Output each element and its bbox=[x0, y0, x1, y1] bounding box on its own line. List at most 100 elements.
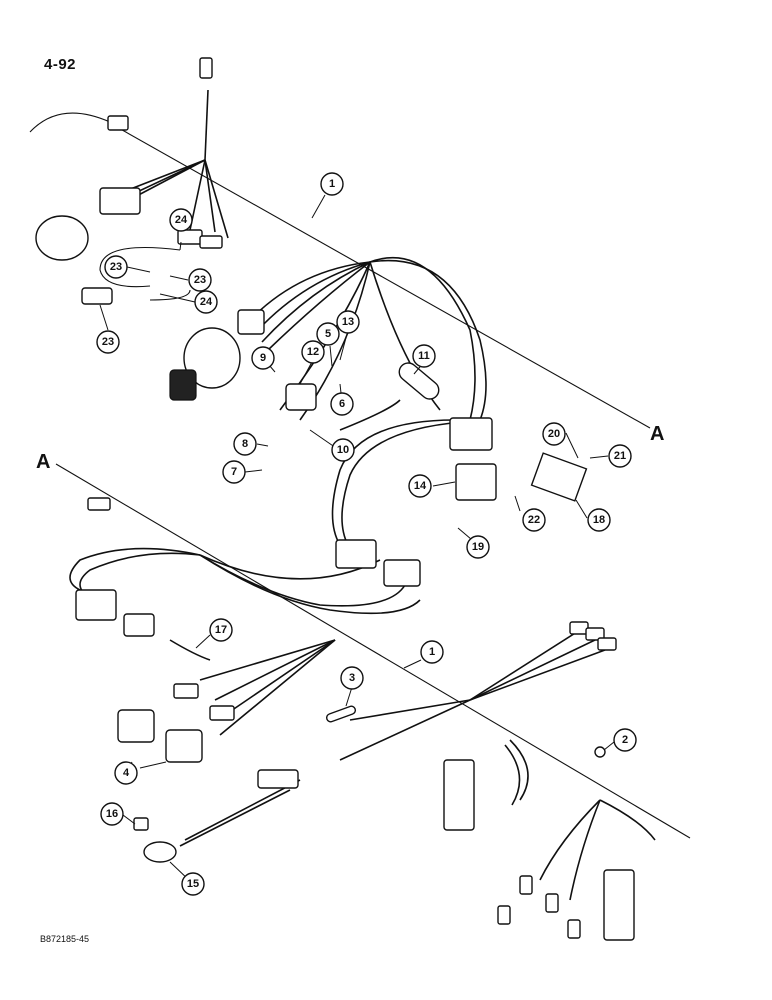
terminal-lower-3 bbox=[545, 893, 559, 913]
callout-label: 13 bbox=[342, 316, 354, 328]
terminal-lower-4 bbox=[567, 919, 581, 939]
continuation-marker-a-right: A bbox=[650, 423, 664, 445]
terminal-connector-24 bbox=[177, 229, 203, 245]
callout-24-lower: 24 bbox=[194, 290, 218, 314]
multi-pin-connector-lower bbox=[75, 589, 117, 621]
callout-21: 21 bbox=[608, 444, 632, 468]
tie-strap-2 bbox=[594, 746, 606, 758]
callout-label: 22 bbox=[528, 514, 540, 526]
connector-end-upper bbox=[107, 115, 129, 131]
callout-label: 18 bbox=[593, 514, 605, 526]
relay-14 bbox=[455, 463, 497, 501]
callout-label: 23 bbox=[102, 336, 114, 348]
toggle-switch-4a bbox=[117, 709, 155, 743]
plug-connector-top bbox=[199, 57, 213, 79]
key-switch-connector bbox=[237, 309, 265, 335]
spade-terminal-3 bbox=[597, 637, 617, 651]
callout-17: 17 bbox=[209, 618, 233, 642]
switch-terminal-a bbox=[173, 683, 199, 699]
page-number: 4-92 bbox=[44, 56, 77, 73]
callout-label: 17 bbox=[215, 624, 227, 636]
callout-1-upper: 1 bbox=[320, 172, 344, 196]
connector-block-right bbox=[603, 869, 635, 941]
callout-label: 12 bbox=[307, 346, 319, 358]
callout-6: 6 bbox=[330, 392, 354, 416]
connector-end-lower bbox=[87, 497, 111, 511]
callout-label: 23 bbox=[110, 261, 122, 273]
pressure-switch bbox=[35, 215, 89, 261]
callout-9: 9 bbox=[251, 346, 275, 370]
callout-16: 16 bbox=[100, 802, 124, 826]
callout-label: 24 bbox=[200, 296, 213, 308]
continuation-lines bbox=[29, 112, 691, 839]
callout-4: 4 bbox=[114, 761, 138, 785]
callout-label: 15 bbox=[187, 878, 199, 890]
callout-7: 7 bbox=[222, 460, 246, 484]
connector-17 bbox=[123, 613, 155, 637]
temperature-sender bbox=[81, 287, 113, 305]
bullet-connector-3 bbox=[325, 705, 357, 723]
callout-19: 19 bbox=[466, 535, 490, 559]
callout-12: 12 bbox=[301, 340, 325, 364]
upper-harness-wires bbox=[99, 89, 487, 546]
callout-label: 3 bbox=[349, 672, 355, 684]
callout-label: 20 bbox=[548, 428, 560, 440]
connector-block-left bbox=[443, 759, 475, 831]
switch-15 bbox=[143, 841, 177, 863]
callout-14: 14 bbox=[408, 474, 432, 498]
callout-2: 2 bbox=[613, 728, 637, 752]
callout-23-b: 23 bbox=[188, 268, 212, 292]
callout-label: 2 bbox=[622, 734, 628, 746]
callout-label: 8 bbox=[242, 438, 248, 450]
callout-label: 1 bbox=[329, 178, 335, 190]
harness-connector-middle bbox=[335, 539, 377, 569]
callout-3: 3 bbox=[340, 666, 364, 690]
multi-pin-connector-upper bbox=[99, 187, 141, 215]
callout-label: 19 bbox=[472, 541, 484, 553]
bracket-12 bbox=[285, 383, 317, 411]
callout-22: 22 bbox=[522, 508, 546, 532]
callout-23-c: 23 bbox=[96, 330, 120, 354]
spade-terminal-2 bbox=[585, 627, 605, 641]
callout-1-lower: 1 bbox=[420, 640, 444, 664]
lower-harness-wires bbox=[69, 547, 656, 901]
harness-connector-right bbox=[383, 559, 421, 587]
callout-label: 14 bbox=[414, 480, 427, 492]
callout-label: 21 bbox=[614, 450, 626, 462]
callout-label: 6 bbox=[339, 398, 345, 410]
toggle-switch-4b bbox=[165, 729, 203, 763]
callout-label: 1 bbox=[429, 646, 435, 658]
callout-23-a: 23 bbox=[104, 255, 128, 279]
continuation-marker-a-left: A bbox=[36, 451, 50, 473]
inline-connector bbox=[257, 769, 299, 789]
callout-11: 11 bbox=[412, 344, 436, 368]
callout-8: 8 bbox=[233, 432, 257, 456]
callout-label: 4 bbox=[123, 767, 130, 779]
sleeve-11 bbox=[398, 362, 440, 400]
callout-24-upper: 24 bbox=[169, 208, 193, 232]
callout-10: 10 bbox=[331, 438, 355, 462]
relay-socket bbox=[449, 417, 493, 451]
document-code: B872185-45 bbox=[40, 934, 90, 944]
callout-13: 13 bbox=[336, 310, 360, 334]
leader-lines bbox=[99, 194, 615, 883]
callout-label: 10 bbox=[337, 444, 349, 456]
callout-label: 11 bbox=[418, 350, 430, 362]
lamp-16 bbox=[133, 817, 149, 831]
terminal-lower-2 bbox=[519, 875, 533, 895]
callout-label: 7 bbox=[231, 466, 237, 478]
callout-label: 24 bbox=[175, 214, 188, 226]
terminal-lower-1 bbox=[497, 905, 511, 925]
callout-20: 20 bbox=[542, 422, 566, 446]
callout-label: 5 bbox=[325, 328, 331, 340]
components bbox=[35, 57, 635, 941]
callout-18: 18 bbox=[587, 508, 611, 532]
callout-label: 16 bbox=[106, 808, 118, 820]
callout-15: 15 bbox=[181, 872, 205, 896]
key-switch-body bbox=[183, 327, 241, 389]
key-switch-key bbox=[169, 369, 197, 401]
callout-5: 5 bbox=[316, 322, 340, 346]
callout-label: 9 bbox=[260, 352, 266, 364]
terminal-connector-small bbox=[199, 235, 223, 249]
